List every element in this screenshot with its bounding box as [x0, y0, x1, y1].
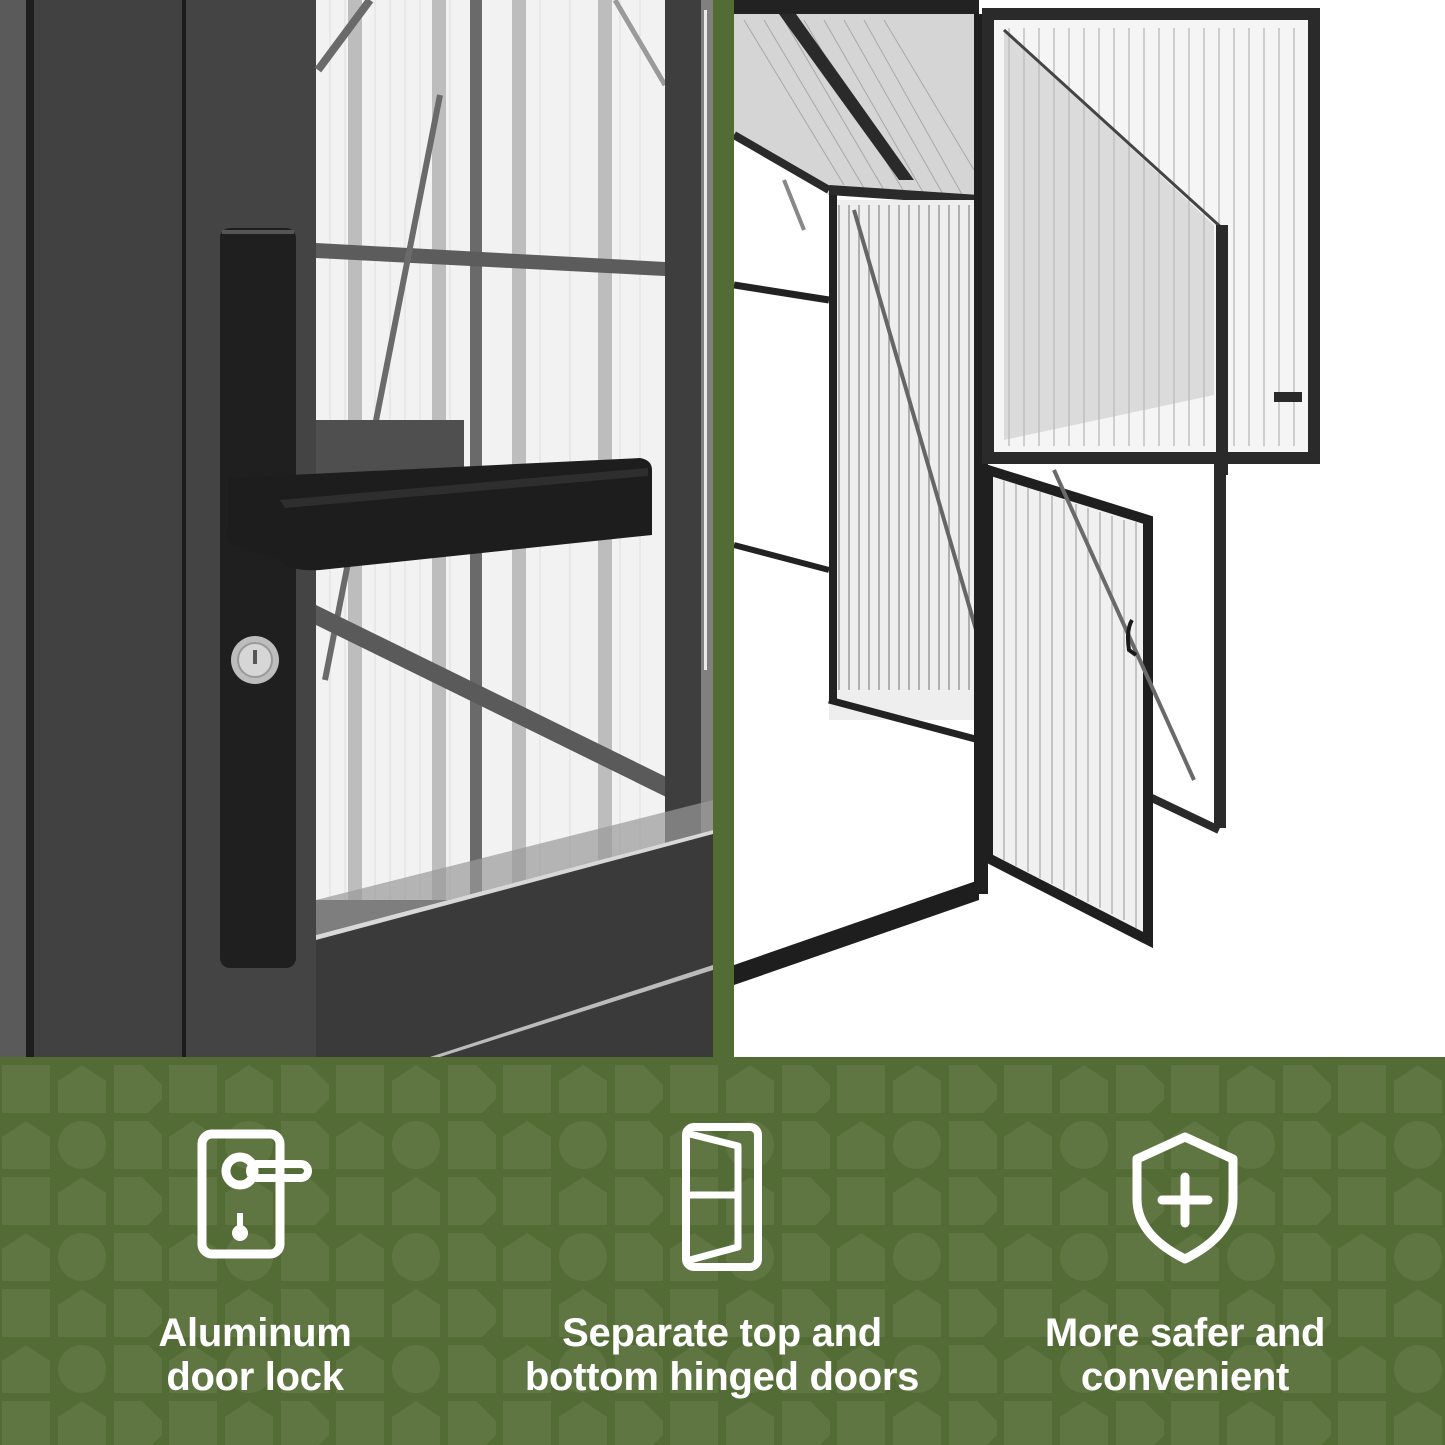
caption-line-2: bottom hinged doors: [524, 1355, 920, 1399]
feature-caption: Separate top and bottom hinged doors: [524, 1311, 920, 1399]
door-handle-illustration: [0, 0, 713, 1057]
caption-line-1: Separate top and: [562, 1311, 882, 1355]
greenhouse-illustration: [734, 0, 1445, 1057]
feature-safer-convenient: More safer and convenient: [1000, 1057, 1370, 1445]
feature-aluminum-door-lock: Aluminum door lock: [105, 1057, 405, 1445]
caption-line-2: door lock: [166, 1355, 344, 1399]
hinged-door-icon: [657, 1123, 787, 1271]
caption-line-1: More safer and: [1044, 1311, 1326, 1355]
product-photos: [0, 0, 1445, 1057]
feature-band: Aluminum door lock Separate top and bott…: [0, 1057, 1445, 1445]
shield-plus-icon: [1120, 1127, 1250, 1267]
feature-caption: Aluminum door lock: [158, 1311, 351, 1399]
feature-caption: More safer and convenient: [1044, 1311, 1326, 1399]
caption-line-2: convenient: [1080, 1355, 1290, 1399]
feature-hinged-doors: Separate top and bottom hinged doors: [472, 1057, 972, 1445]
caption-line-1: Aluminum: [158, 1311, 352, 1355]
door-handle-lock-icon: [190, 1127, 320, 1267]
door-handle-photo: [0, 0, 713, 1057]
greenhouse-doors-photo: [734, 0, 1445, 1057]
